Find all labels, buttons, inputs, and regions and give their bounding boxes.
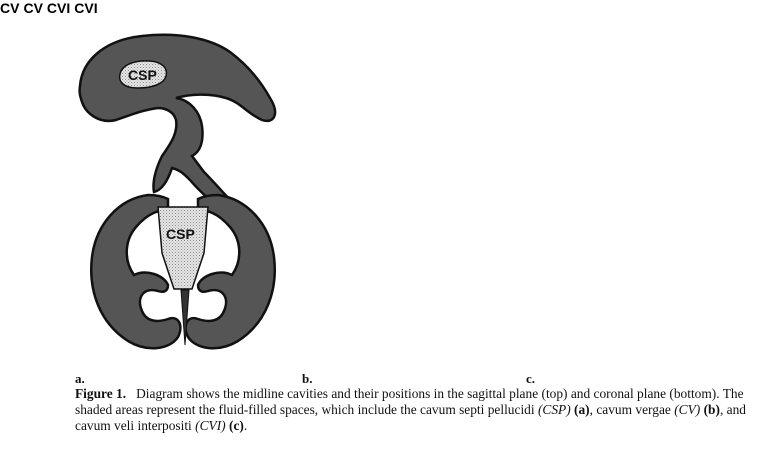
caption-csp-panel: (a) <box>574 402 590 418</box>
panel-letter-c: c. <box>526 371 536 386</box>
coronal-diagram-b: CV <box>23 0 46 17</box>
coronal-diagram-a: CSP <box>90 193 276 350</box>
septum-triangle-c: CVI <box>74 0 97 17</box>
fluid-space-csp-coronal <box>157 206 209 290</box>
caption-text-4: . <box>243 418 248 434</box>
septum-line-a <box>180 289 190 346</box>
caption-text-2: , cavum vergae <box>589 402 671 418</box>
septum-line-b: CV <box>23 0 46 17</box>
label-cvi-coronal: CVI <box>74 0 98 16</box>
label-csp-coronal: CSP <box>166 226 195 242</box>
label-cv-sagittal: CV <box>0 0 20 16</box>
panel-letter-b: b. <box>302 371 313 386</box>
caption-cvi-abbr: (CVI) <box>195 418 226 434</box>
fluid-space-csp-sagittal <box>118 60 168 89</box>
caption-cv-abbr: (CV) <box>674 402 701 418</box>
caption-text-3: , and cavum veli interpositi <box>75 402 746 434</box>
fluid-space-cvi-coronal: CVI <box>74 0 97 17</box>
sagittal-diagram-a: CSP <box>78 33 277 216</box>
figure-label: Figure 1. <box>75 386 127 401</box>
sagittal-diagram-b: CV <box>0 0 23 17</box>
caption-text-1: Diagram shows the midline cavities and t… <box>75 386 744 418</box>
caption-cv-panel: (b) <box>703 402 720 418</box>
panel-letter-a: a. <box>75 371 85 386</box>
caption-cvi-panel: (c) <box>229 418 244 434</box>
fluid-space-cv-coronal: CV <box>23 0 46 17</box>
fluid-space-cv-sagittal: CV <box>0 0 23 17</box>
label-cv-coronal: CV <box>23 0 43 16</box>
label-cvi-sagittal: CVI <box>46 0 71 16</box>
sagittal-diagram-c: CVI <box>47 0 74 17</box>
label-csp-sagittal: CSP <box>128 67 157 83</box>
figure-caption: Figure 1. Diagram shows the midline cavi… <box>75 386 747 435</box>
fluid-space-cvi-sagittal: CVI <box>47 0 74 17</box>
coronal-diagram-c: CVI <box>74 0 97 17</box>
caption-csp-abbr: (CSP) <box>537 402 571 418</box>
